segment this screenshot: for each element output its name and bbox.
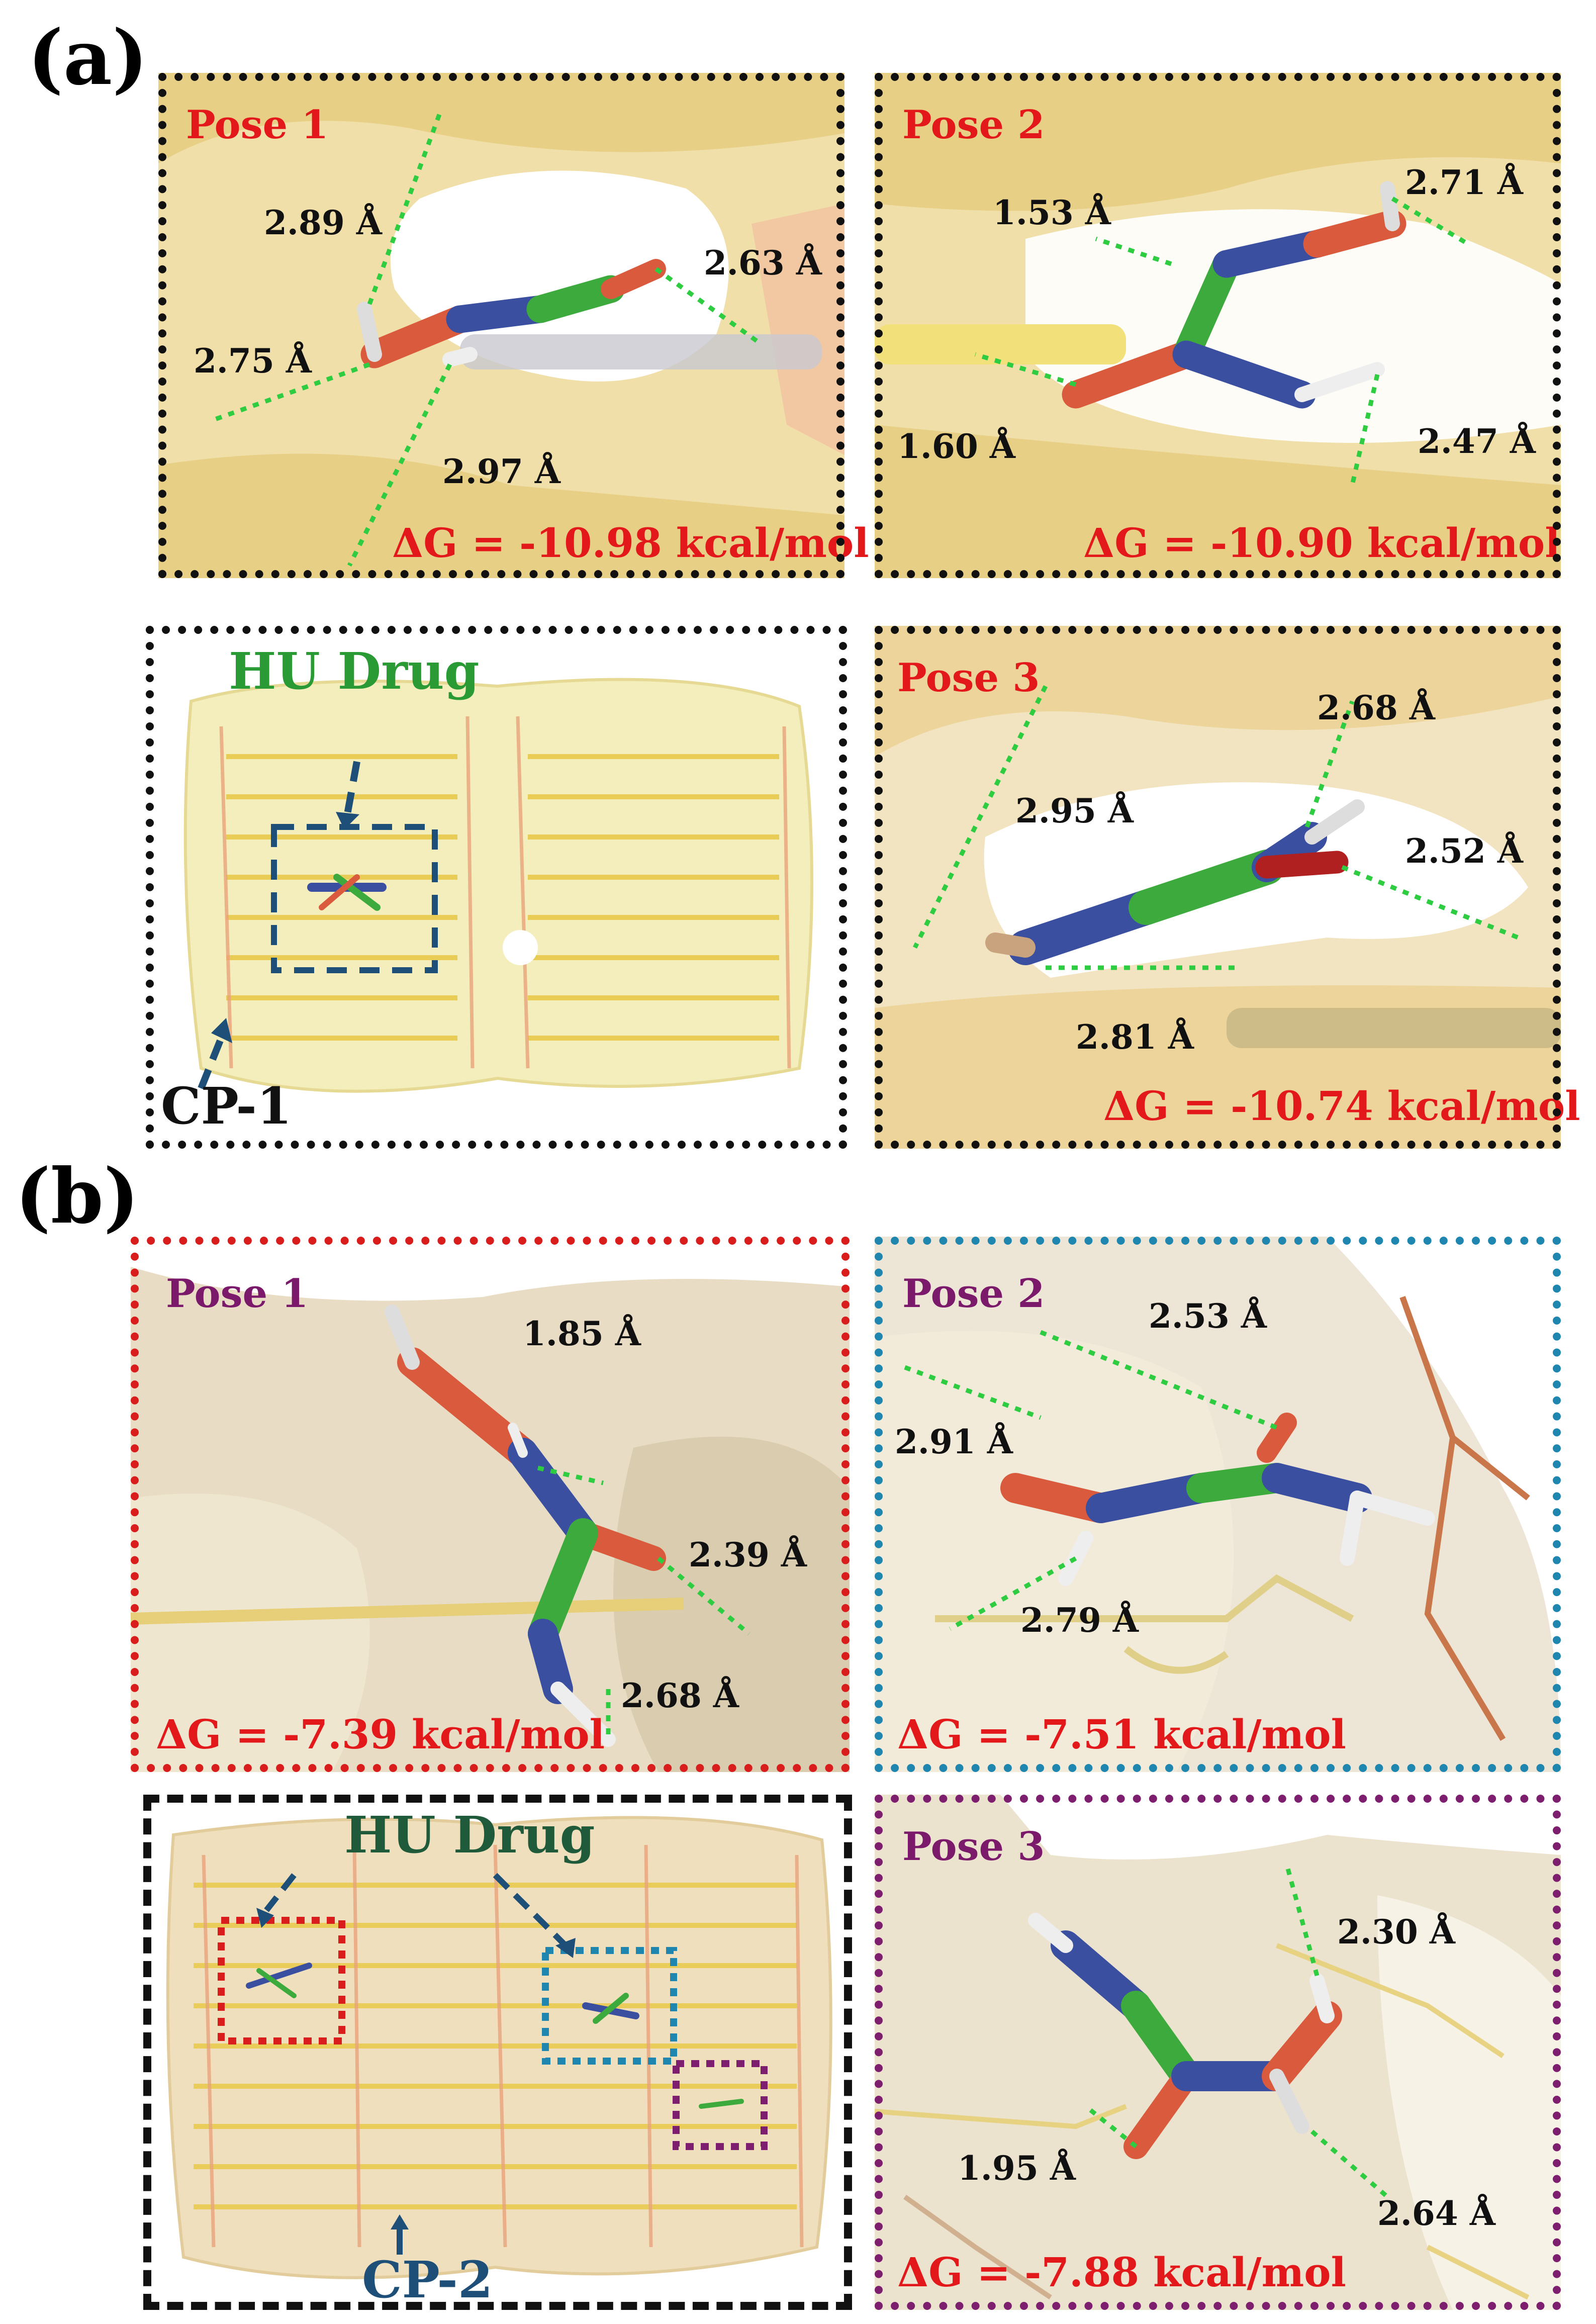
complex-label: CP-2 — [362, 2250, 493, 2309]
panel-b-pose3: Pose 3 2.30 Å 1.95 Å 2.64 Å ΔG = -7.88 k… — [874, 1795, 1561, 2310]
distance-label: 1.53 Å — [993, 193, 1111, 232]
distance-label: 2.47 Å — [1418, 422, 1536, 461]
distance-label: 2.30 Å — [1337, 1912, 1455, 1951]
binding-energy: ΔG = -10.98 kcal/mol — [392, 519, 869, 567]
distance-label: 2.39 Å — [689, 1535, 807, 1574]
pose-title: Pose 3 — [897, 655, 1040, 701]
binding-energy: ΔG = -7.88 kcal/mol — [897, 2249, 1347, 2296]
panel-a-pose2: Pose 2 1.53 Å 2.71 Å 1.60 Å 2.47 Å ΔG = … — [875, 73, 1561, 578]
complex-label: CP-1 — [161, 1076, 292, 1136]
distance-label: 2.79 Å — [1020, 1601, 1139, 1640]
molecule-render — [874, 1795, 1561, 2310]
distance-label: 1.85 Å — [523, 1314, 641, 1353]
distance-label: 1.95 Å — [958, 2149, 1076, 2188]
binding-energy: ΔG = -10.74 kcal/mol — [1103, 1082, 1580, 1130]
distance-label: 2.97 Å — [442, 452, 560, 491]
panel-a-overview: HU Drug CP-1 — [146, 626, 847, 1149]
panel-b-overview: HU Drug CP-2 — [143, 1795, 852, 2310]
panel-a-pose3: Pose 3 2.68 Å 2.95 Å 2.52 Å 2.81 Å ΔG = … — [875, 626, 1580, 1149]
binding-energy: ΔG = -7.51 kcal/mol — [897, 1711, 1347, 1758]
binding-energy: ΔG = -10.90 kcal/mol — [1083, 519, 1560, 567]
figure-label-b: (b) — [15, 1152, 139, 1241]
distance-label: 2.71 Å — [1405, 163, 1523, 202]
distance-label: 2.89 Å — [264, 203, 382, 242]
pose-title: Pose 2 — [902, 102, 1045, 148]
pose-title: Pose 1 — [186, 102, 329, 148]
molecule-render — [143, 1795, 852, 2310]
distance-label: 2.81 Å — [1076, 1017, 1194, 1057]
panel-b-pose2: Pose 2 2.53 Å 2.91 Å 2.79 Å ΔG = -7.51 k… — [875, 1237, 1561, 1772]
distance-label: 2.52 Å — [1405, 831, 1523, 871]
distance-label: 2.53 Å — [1149, 1296, 1267, 1336]
distance-label: 1.60 Å — [897, 427, 1015, 466]
distance-label: 2.95 Å — [1015, 791, 1134, 830]
distance-label: 2.75 Å — [194, 341, 312, 381]
drug-label: HU Drug — [344, 1805, 595, 1865]
molecule-render — [875, 73, 1561, 578]
distance-label: 2.68 Å — [621, 1676, 739, 1715]
molecule-render — [875, 1237, 1561, 1772]
pose-title: Pose 2 — [902, 1271, 1045, 1317]
drug-label: HU Drug — [229, 641, 480, 701]
pose-title: Pose 1 — [166, 1271, 309, 1317]
binding-energy: ΔG = -7.39 kcal/mol — [156, 1711, 605, 1758]
distance-label: 2.91 Å — [895, 1422, 1013, 1461]
molecule-render — [130, 1237, 850, 1772]
molecule-render — [146, 626, 847, 1149]
molecule-render — [158, 73, 844, 578]
distance-label: 2.63 Å — [704, 243, 822, 283]
distance-label: 2.64 Å — [1377, 2194, 1495, 2233]
panel-a-pose1: Pose 1 2.89 Å 2.63 Å 2.75 Å 2.97 Å ΔG = … — [158, 73, 869, 578]
figure-label-a: (a) — [28, 14, 148, 102]
panel-b-pose1: Pose 1 1.85 Å 2.39 Å 2.68 Å ΔG = -7.39 k… — [130, 1237, 850, 1772]
pose-title: Pose 3 — [902, 1824, 1045, 1870]
distance-label: 2.68 Å — [1317, 688, 1435, 727]
molecule-render — [875, 626, 1561, 1149]
